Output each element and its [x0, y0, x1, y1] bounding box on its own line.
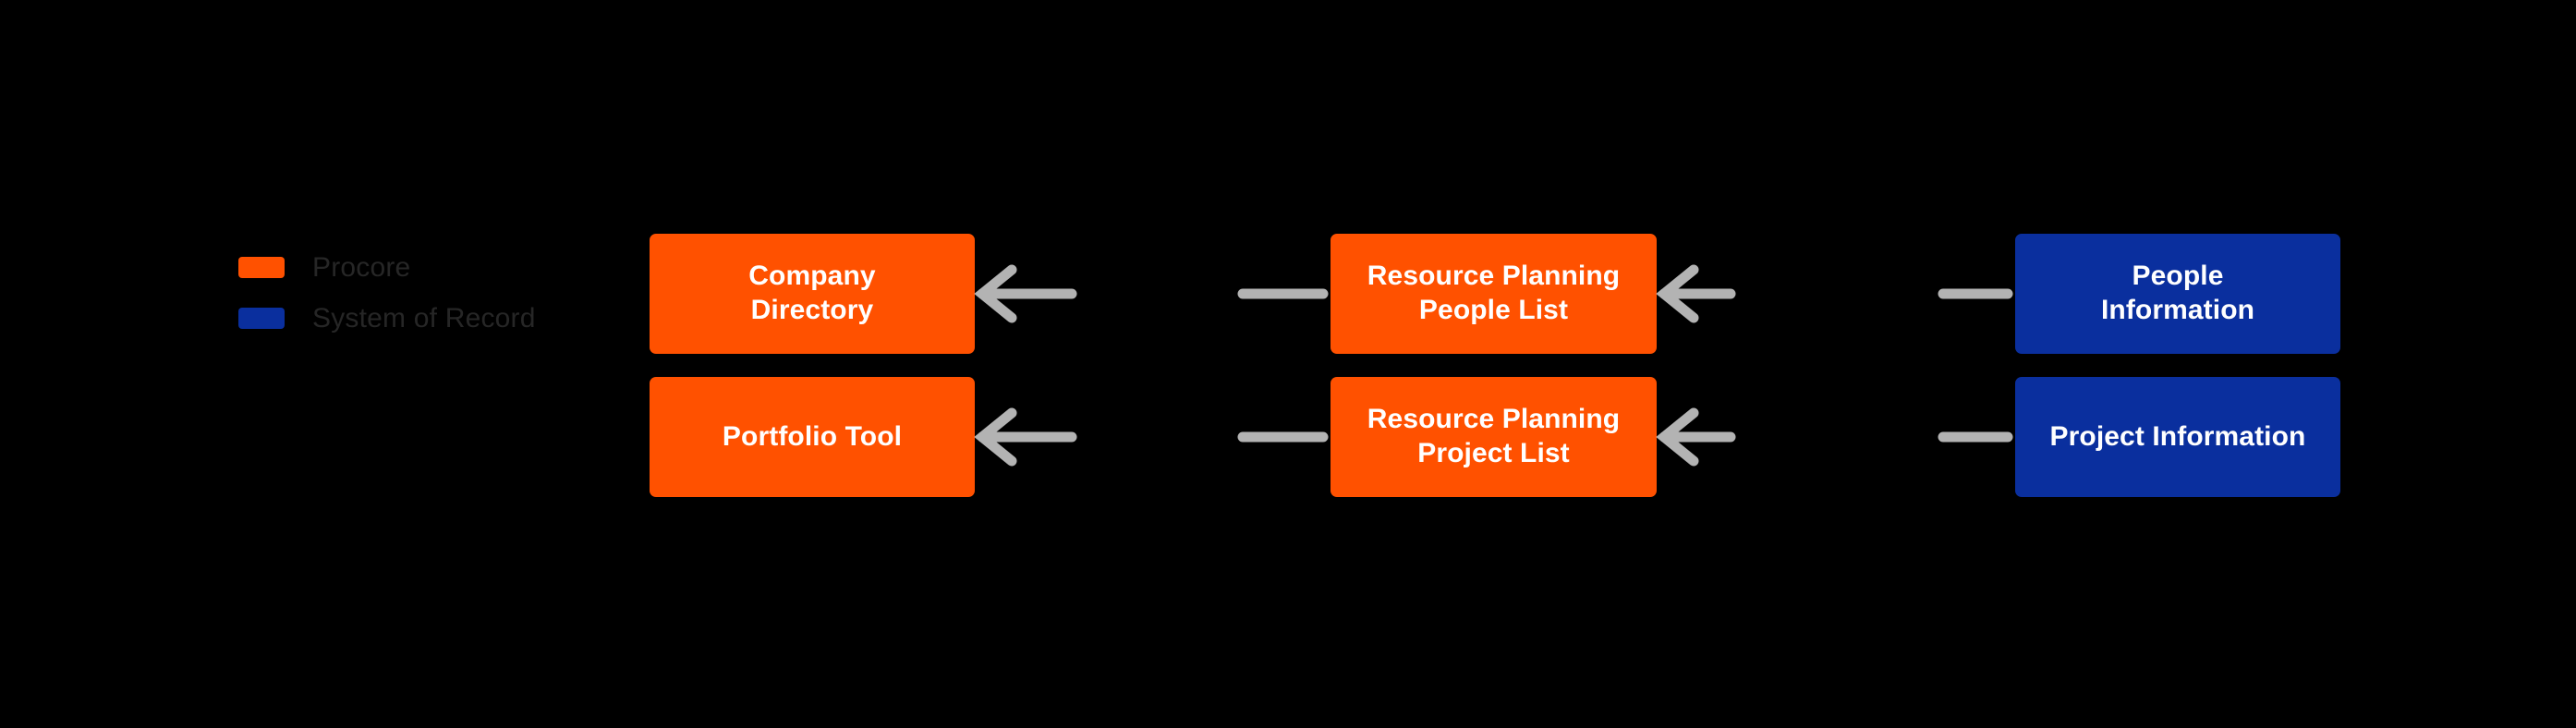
node-resource-planning-project-list[interactable]: Resource Planning Project List	[1331, 377, 1657, 497]
connector-project-list-to-portfolio-tool	[974, 407, 1331, 467]
node-label-company-directory: Company Directory	[748, 261, 876, 325]
legend-swatch-system-of-record	[238, 308, 285, 329]
node-label-people-information: People Information	[2100, 261, 2255, 325]
legend-item-system-of-record: System of Record	[238, 293, 536, 344]
node-project-information[interactable]: Project Information	[2015, 377, 2340, 497]
legend-item-procore: Procore	[238, 242, 536, 293]
connector-people-info-to-people-list	[1656, 264, 2015, 323]
node-label-resource-planning-project-list: Resource Planning Project List	[1367, 404, 1621, 468]
node-resource-planning-people-list[interactable]: Resource Planning People List	[1331, 234, 1657, 354]
legend-swatch-procore	[238, 257, 285, 278]
node-people-information[interactable]: People Information	[2015, 234, 2340, 354]
connector-project-info-to-project-list	[1656, 407, 2015, 467]
node-label-portfolio-tool: Portfolio Tool	[722, 420, 903, 452]
node-label-project-information: Project Information	[2049, 420, 2306, 452]
node-label-resource-planning-people-list: Resource Planning People List	[1367, 261, 1621, 325]
node-company-directory[interactable]: Company Directory	[650, 234, 975, 354]
connector-people-list-to-company-directory	[974, 264, 1331, 323]
legend-label-system-of-record: System of Record	[312, 302, 536, 334]
legend: Procore System of Record	[238, 242, 536, 344]
legend-label-procore: Procore	[312, 251, 411, 283]
node-portfolio-tool[interactable]: Portfolio Tool	[650, 377, 975, 497]
